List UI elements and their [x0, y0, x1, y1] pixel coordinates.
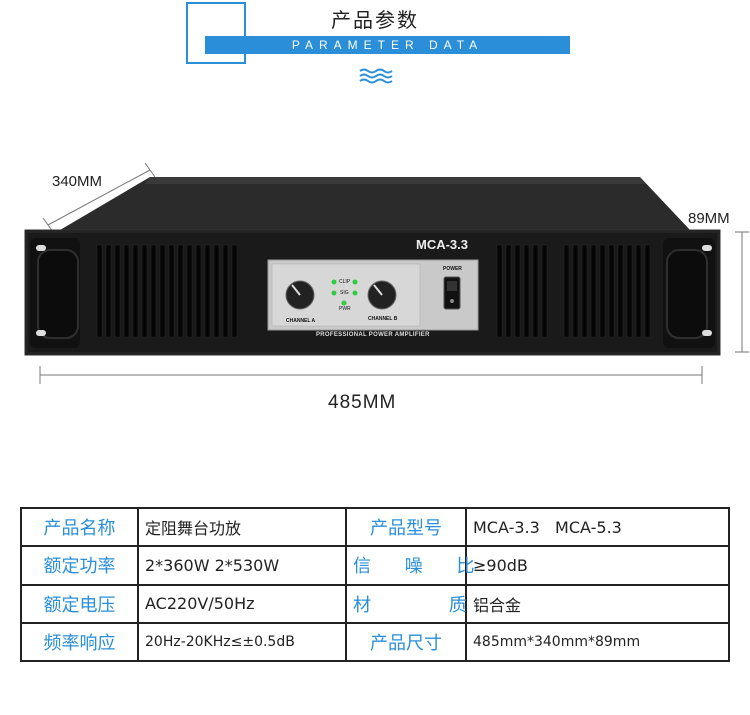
- height-dimension-label: 89MM: [688, 210, 730, 227]
- spec-value: ≥90dB: [465, 545, 730, 586]
- spec-value: 定阻舞台功放: [137, 506, 347, 548]
- table-row: 额定电压 AC220V/50Hz 材 质 铝合金: [20, 583, 730, 624]
- pwr-indicator-label: PWR: [339, 306, 351, 312]
- channel-b-label: CHANNEL B: [368, 316, 398, 322]
- width-dimension-label: 485MM: [328, 392, 397, 413]
- clip-indicator-label: CLIP: [339, 279, 351, 285]
- header-accent-frame: [186, 2, 246, 64]
- section-title: 产品参数: [331, 8, 419, 32]
- spec-label: 额定功率: [20, 545, 139, 586]
- spec-value: 485mm*340mm*89mm: [465, 621, 730, 663]
- spec-value: 2*360W 2*530W: [137, 545, 347, 586]
- spec-label: 材 质: [345, 583, 467, 624]
- spec-label: 信 噪 比: [345, 545, 474, 586]
- spec-label: 频率响应: [20, 621, 139, 663]
- channel-a-label: CHANNEL A: [286, 318, 316, 324]
- table-row: 额定功率 2*360W 2*530W 信 噪 比 ≥90dB: [20, 545, 730, 586]
- panel-label: PROFESSIONAL POWER AMPLIFIER: [316, 332, 430, 338]
- spec-label: 产品尺寸: [345, 621, 467, 663]
- spec-value: MCA-3.3 MCA-5.3: [465, 506, 730, 548]
- amplifier-image: [24, 162, 749, 384]
- spec-label: 产品型号: [345, 506, 467, 548]
- table-row: 产品名称 定阻舞台功放 产品型号 MCA-3.3 MCA-5.3: [20, 506, 730, 548]
- spec-label: 产品名称: [20, 506, 139, 548]
- spec-label: 额定电压: [20, 583, 139, 624]
- depth-dimension-label: 340MM: [52, 173, 103, 190]
- model-badge: MCA-3.3: [416, 237, 469, 252]
- sig-indicator-label: SIG: [340, 290, 349, 296]
- spec-value: AC220V/50Hz: [137, 583, 347, 624]
- spec-value: 20Hz-20KHz≤±0.5dB: [137, 621, 347, 663]
- spec-value: 铝合金: [465, 583, 730, 624]
- spec-table: 产品名称 定阻舞台功放 产品型号 MCA-3.3 MCA-5.3 额定功率 2*…: [20, 506, 730, 663]
- waves-icon: [359, 68, 393, 84]
- power-switch-label: POWER: [443, 266, 462, 272]
- section-subtitle-bar: PARAMETER DATA: [205, 36, 570, 54]
- table-row: 频率响应 20Hz-20KHz≤±0.5dB 产品尺寸 485mm*340mm*…: [20, 621, 730, 663]
